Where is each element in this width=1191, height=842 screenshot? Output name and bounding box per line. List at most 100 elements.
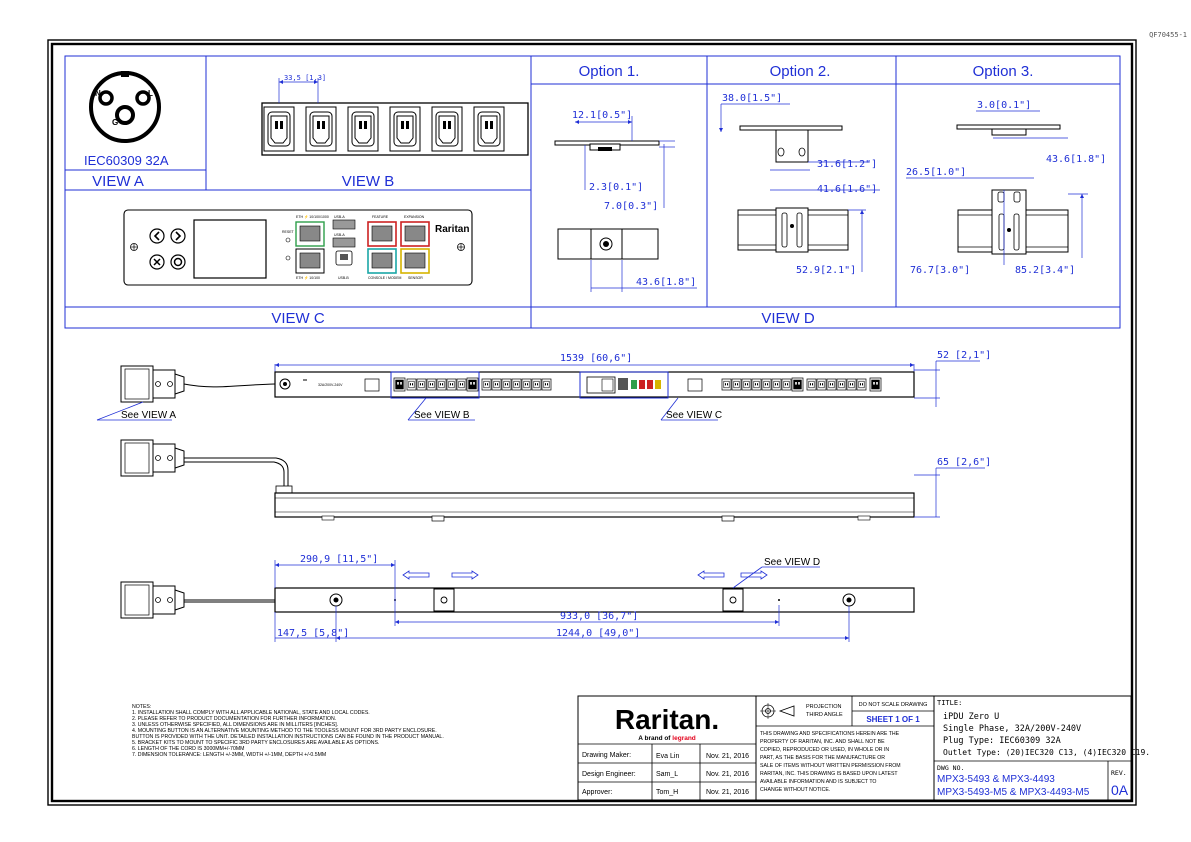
title-line: Single Phase, 32A/200V-240V: [943, 724, 1081, 734]
expansion-label: EXPANSION: [404, 215, 425, 219]
option-1: Option 1. 12.1[0.5"] 2.3[0.1"] 7.0[0.3"]…: [554, 63, 697, 292]
title-line: iPDU Zero U: [943, 712, 999, 722]
see-view-a-callout: See VIEW A: [121, 410, 176, 421]
title-label: TITLE:: [937, 699, 962, 707]
approver-role: Approver:: [582, 789, 612, 796]
sheet-border-outer: [47, 39, 1137, 806]
pdu-length-dim: 1539 [60,6"]: [560, 353, 632, 364]
option-2-dim-2: 31.6[1.2"]: [817, 159, 877, 170]
pdu-front-view: 1539 [60,6"] 52 [2,1"]: [96, 350, 991, 421]
console-label: CONSOLE / MODEM: [368, 276, 402, 280]
no-scale-label: DO NOT SCALE DRAWING: [859, 702, 928, 708]
sensor-label: SENSOR: [408, 276, 423, 280]
eth2-label: ETH ⚡ 10/100: [296, 275, 320, 280]
view-c: ETH ⚡ 10/100/1000 RESET ETH ⚡ 10/100 USB…: [123, 209, 473, 327]
rev-value: 0A: [1111, 782, 1129, 798]
approver-date: Nov. 21, 2016: [706, 789, 749, 796]
option-3-dim-1: 3.0[0.1"]: [977, 100, 1031, 111]
view-c-title: VIEW C: [271, 310, 325, 327]
option-3-dim-3: 26.5[1.0"]: [906, 167, 966, 178]
title-block: Raritan. A brand of legrand Drawing Make…: [577, 695, 1150, 801]
back-dim-1: 290,9 [11,5"]: [300, 554, 378, 565]
back-dim-4: 1244,0 [49,0"]: [556, 628, 640, 639]
engineer-date: Nov. 21, 2016: [706, 771, 749, 778]
pin-n-label: N: [95, 89, 101, 98]
option-1-title: Option 1.: [579, 63, 640, 80]
option-2-title: Option 2.: [770, 63, 831, 80]
option-3: Option 3. 3.0[0.1"] 43.6[1.8"] 26.5[1.0"…: [906, 63, 1106, 276]
disclaimer-line: PROPERTY OF RARITAN, INC. AND SHALL NOT …: [760, 739, 885, 745]
disclaimer-line: SALE OF ITEMS WITHOUT WRITTEN PERMISSION…: [760, 763, 901, 769]
note-line: 4. MOUNTING BUTTON IS AN ALTERNATIVE MOU…: [132, 728, 437, 734]
back-button-icon: [149, 228, 165, 244]
dwg-number-2: MPX3-5493-M5 & MPX3-4493-M5: [937, 787, 1090, 798]
title-line: Plug Type: IEC60309 32A: [943, 736, 1061, 746]
back-dim-2: 933,0 [36,7"]: [560, 611, 638, 622]
pdu-rating-label: 32A/200V-240V: [318, 383, 343, 387]
option-2-dim-1: 38.0[1.5"]: [722, 93, 782, 104]
top-views-frame: [64, 55, 1121, 329]
title-line: Outlet Type: (20)IEC320 C13, (4)IEC320 C…: [943, 748, 1150, 757]
note-line: 2. PLEASE REFER TO PRODUCT DOCUMENTATION…: [132, 716, 336, 722]
view-a: N L G IEC60309 32A VIEW A: [84, 71, 169, 190]
lcd-display: [193, 219, 267, 279]
note-line: NOTES:: [132, 704, 151, 710]
notes-block: NOTES: 1. INSTALLATION SHALL COMPLY WITH…: [132, 704, 444, 758]
pdu-depth-dim: 65 [2,6"]: [937, 457, 991, 468]
doc-id: QF70455-1: [1149, 31, 1187, 39]
feature-label: FEATURE: [372, 215, 389, 219]
view-b-dim: 33,5 [1,3]: [284, 74, 326, 82]
option-3-dim-5: 85.2[3.4"]: [1015, 265, 1075, 276]
maker-role: Drawing Maker:: [582, 752, 631, 759]
eth1-label: ETH ⚡ 10/100/1000: [296, 214, 329, 219]
note-line: 6. LENGTH OF THE CORD IS 3000MM+/-70MM: [132, 746, 244, 752]
usba1-label: USB-A: [334, 215, 345, 219]
pdu-back-view: See VIEW D 290,9 [11,5"] 933,0 [36,7"] 1…: [120, 554, 915, 642]
see-view-c-callout: See VIEW C: [666, 410, 722, 421]
option-3-title: Option 3.: [973, 63, 1034, 80]
disclaimer-line: RARITAN, INC. THIS DRAWING IS BASED UPON…: [760, 771, 898, 777]
note-line: 7. DIMENSION TOLERANCE: LENGTH +/-3MM, W…: [132, 752, 326, 758]
forward-button-icon: [170, 228, 186, 244]
dwg-number-1: MPX3-5493 & MPX3-4493: [937, 774, 1055, 785]
view-b-title: VIEW B: [342, 173, 395, 190]
approver-name: Tom_H: [656, 789, 678, 796]
view-d-title: VIEW D: [761, 310, 815, 327]
option-1-dim-2: 2.3[0.1"]: [589, 182, 643, 193]
option-1-dim-4: 43.6[1.8"]: [636, 277, 696, 288]
disclaimer-line: AVAILABLE INFORMATION AND IS SUBJECT TO: [760, 779, 876, 785]
back-dim-3: 147,5 [5,8"]: [277, 628, 349, 639]
pdu-side-view: 65 [2,6"]: [120, 439, 991, 522]
usba2-label: USB-A: [334, 233, 345, 237]
dwg-label: DWG NO.: [937, 764, 964, 772]
see-view-b-callout: See VIEW B: [414, 410, 470, 421]
option-3-dim-4: 76.7[3.0"]: [910, 265, 970, 276]
disclaimer-line: CHANGE WITHOUT NOTICE.: [760, 787, 830, 793]
note-line: 1. INSTALLATION SHALL COMPLY WITH ALL AP…: [132, 710, 370, 716]
option-2-dim-3: 41.6[1.6"]: [817, 184, 877, 195]
view-a-title: VIEW A: [92, 173, 144, 190]
note-line: 5. BRACKET KITS TO MOUNT TO SPECIFIC 3RD…: [132, 740, 379, 746]
sheet-label: SHEET 1 OF 1: [866, 715, 920, 724]
pin-l-label: L: [148, 89, 153, 98]
option-2-dim-4: 52.9[2.1"]: [796, 265, 856, 276]
ok-button-icon: [170, 254, 186, 270]
projection-label-1: PROJECTION: [806, 704, 841, 710]
usbb-label: USB-B: [338, 276, 349, 280]
sheet-border-inner: [50, 42, 1134, 803]
see-view-d-callout: See VIEW D: [764, 557, 820, 568]
pdu-width-dim: 52 [2,1"]: [937, 350, 991, 361]
option-2: Option 2. 38.0[1.5"] 31.6[1.2"] 41.6[1.6…: [718, 63, 880, 276]
brand-tagline: A brand of legrand: [638, 735, 696, 742]
view-b: 33,5 [1,3] VIEW B: [261, 74, 529, 190]
reset-label: RESET: [282, 230, 295, 234]
note-line: BUTTON IS PROVIDED WITH THE UNIT. DETAIL…: [132, 734, 444, 740]
disclaimer-line: THIS DRAWING AND SPECIFICATIONS HEREIN A…: [760, 731, 900, 737]
raritan-logo: Raritan.: [615, 704, 719, 735]
disclaimer-line: COPIED, REPRODUCED OR USED, IN WHOLE OR …: [760, 747, 889, 753]
engineer-name: Sam_L: [656, 771, 678, 778]
projection-label-2: THIRD ANGLE: [806, 712, 843, 718]
disclaimer-line: PART, AS THE BASIS FOR THE MANUFACTURE O…: [760, 755, 885, 761]
option-3-dim-2: 43.6[1.8"]: [1046, 154, 1106, 165]
